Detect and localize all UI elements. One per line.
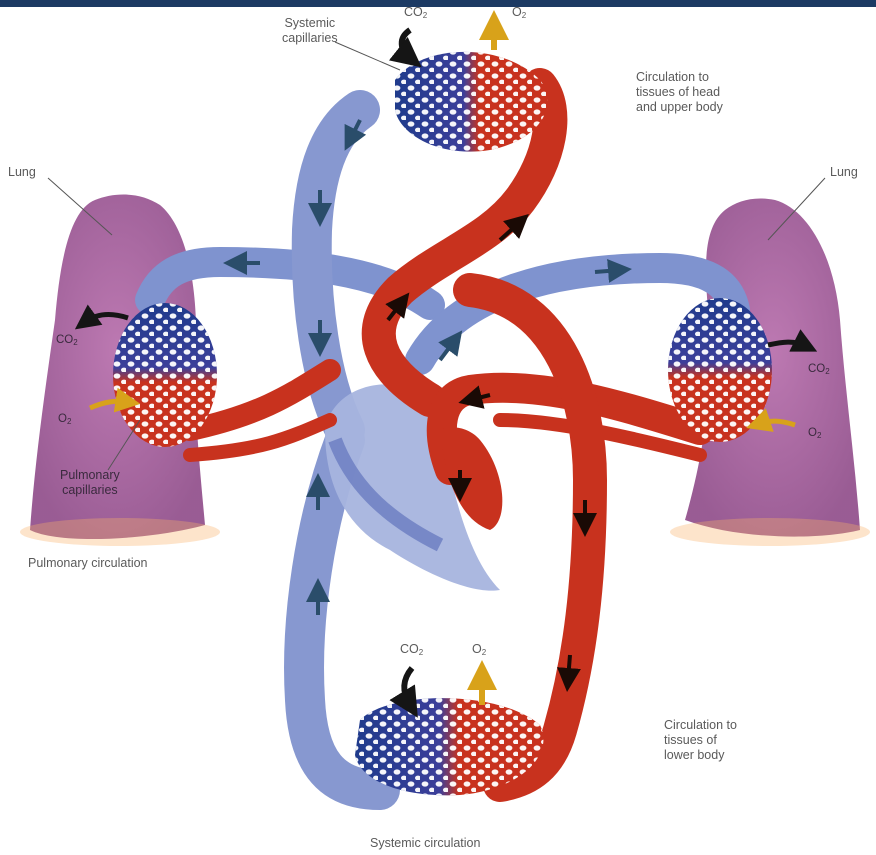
co2-right-sub: 2 — [825, 367, 829, 376]
o2-left-text: O — [58, 413, 67, 425]
co2-bottom-arrow — [404, 668, 412, 705]
head-line3: and upper body — [636, 100, 723, 115]
pulmonary-circulation-label: Pulmonary circulation — [28, 556, 148, 571]
head-line1: Circulation to — [636, 70, 723, 85]
pulmonary-capillaries-line2: capillaries — [60, 483, 120, 498]
o2-left-label: O2 — [58, 412, 71, 429]
co2-bottom-label: CO2 — [400, 642, 423, 660]
systemic-capillaries-label: Systemic capillaries — [282, 16, 338, 46]
lung-left-label: Lung — [8, 165, 36, 180]
pulmonary-capillaries-right — [668, 298, 772, 442]
o2-right-label: O2 — [808, 426, 821, 443]
lower-body-circulation-label: Circulation to tissues of lower body — [664, 718, 737, 763]
co2-top-text: CO — [404, 5, 423, 19]
o2-bottom-label: O2 — [472, 642, 486, 660]
co2-top-label: CO2 — [404, 5, 427, 23]
o2-left-sub: 2 — [67, 417, 71, 426]
systemic-circulation-label: Systemic circulation — [370, 836, 480, 851]
pulmonary-capillaries-line1: Pulmonary — [60, 468, 120, 483]
co2-left-label: CO2 — [56, 333, 78, 350]
co2-top-sub: 2 — [423, 11, 427, 20]
lower-line1: Circulation to — [664, 718, 737, 733]
o2-top-text: O — [512, 5, 522, 19]
head-circulation-label: Circulation to tissues of head and upper… — [636, 70, 723, 115]
o2-right-text: O — [808, 427, 817, 439]
co2-top-arrow — [402, 30, 410, 58]
co2-left-sub: 2 — [73, 338, 77, 347]
pulmonary-capillaries-left — [113, 303, 217, 447]
systemic-capillaries-line2: capillaries — [282, 31, 338, 46]
o2-top-label: O2 — [512, 5, 526, 23]
co2-right-text: CO — [808, 363, 825, 375]
co2-right-label: CO2 — [808, 362, 830, 379]
systemic-capillaries-line1: Systemic — [282, 16, 338, 31]
co2-left-text: CO — [56, 334, 73, 346]
leader-systemic-capillaries — [335, 42, 400, 70]
pulmonary-capillaries-label: Pulmonary capillaries — [60, 468, 120, 498]
lower-line2: tissues of — [664, 733, 737, 748]
co2-bottom-sub: 2 — [419, 648, 423, 657]
lung-right-label: Lung — [830, 165, 858, 180]
lower-line3: lower body — [664, 748, 737, 763]
o2-bottom-sub: 2 — [482, 648, 486, 657]
o2-top-sub: 2 — [522, 11, 526, 20]
co2-bottom-text: CO — [400, 642, 419, 656]
head-line2: tissues of head — [636, 85, 723, 100]
o2-bottom-text: O — [472, 642, 482, 656]
o2-right-sub: 2 — [817, 431, 821, 440]
systemic-capillaries-top — [395, 52, 548, 152]
